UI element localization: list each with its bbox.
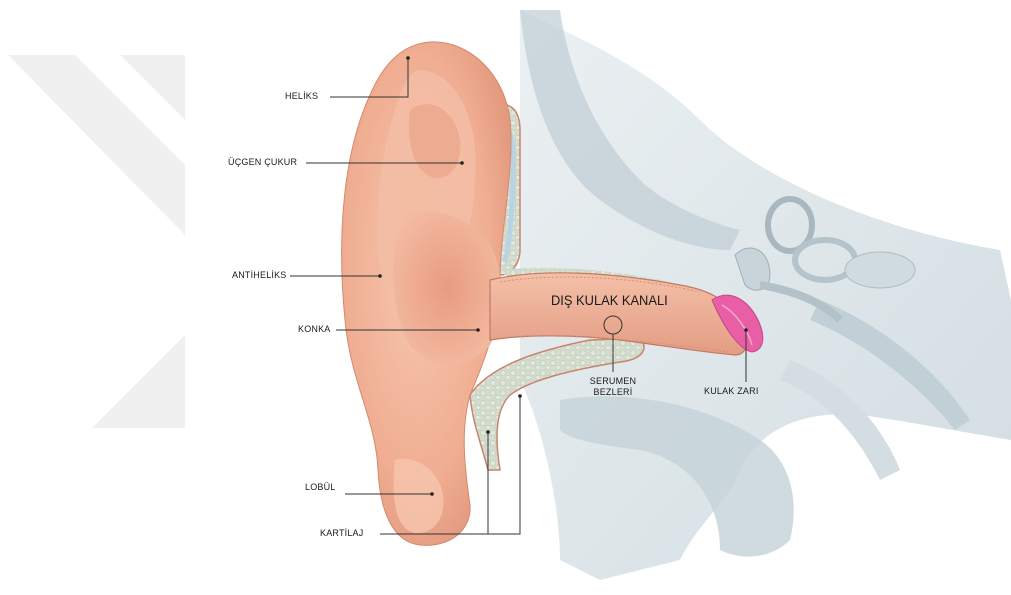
label-antihelix: ANTİHELİKS [232, 270, 287, 280]
label-ear-canal: DIŞ KULAK KANALI [551, 292, 668, 308]
label-helix: HELİKS [285, 91, 318, 101]
label-eardrum: KULAK ZARI [704, 386, 759, 396]
label-lobule: LOBÜL [305, 482, 336, 492]
label-ceruminous-glands: SERUMEN BEZLERİ [588, 376, 638, 398]
label-ceruminous-glands-line2: BEZLERİ [588, 387, 638, 398]
label-triangular-fossa: ÜÇGEN ÇUKUR [228, 157, 297, 167]
auricle [342, 42, 511, 545]
label-ceruminous-glands-line1: SERUMEN [588, 376, 638, 387]
label-concha: KONKA [298, 324, 331, 334]
label-cartilage: KARTİLAJ [320, 528, 363, 538]
watermark-logo [8, 55, 185, 428]
